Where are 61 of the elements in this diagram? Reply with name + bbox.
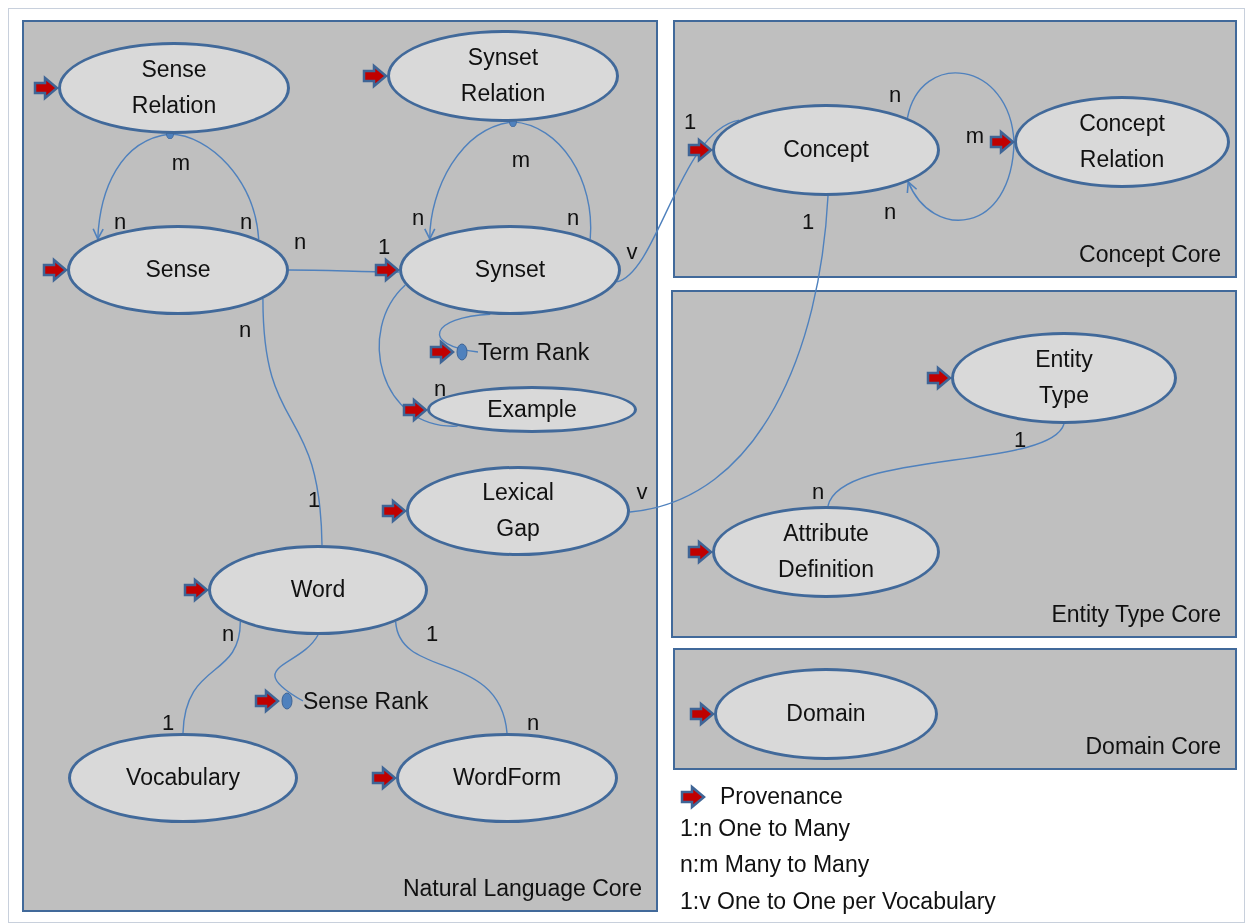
entity-label: Vocabulary — [126, 763, 240, 793]
relationship-line — [906, 72, 1015, 143]
cardinality-label: m — [171, 150, 191, 176]
attribute-label: Term Rank — [478, 337, 613, 367]
entity-label: Example — [487, 394, 577, 424]
cardinality-label: n — [526, 710, 540, 736]
entity-label: Attribute Definition — [778, 519, 874, 584]
cardinality-label: m — [511, 147, 531, 173]
cardinality-label: n — [433, 376, 447, 402]
entity-label: Entity Type — [1035, 345, 1093, 410]
cardinality-label: n — [411, 205, 425, 231]
entity-label: Sense Relation — [131, 55, 217, 120]
entity-label: Synset Relation — [460, 43, 546, 108]
panel-title: Concept Core — [1079, 241, 1221, 268]
cardinality-label: 1 — [425, 621, 439, 647]
relationship-line — [394, 621, 508, 734]
panel-title: Domain Core — [1085, 733, 1221, 760]
panel-title: Entity Type Core — [1051, 601, 1221, 628]
cardinality-label: v — [636, 479, 648, 505]
entity-label: Domain — [786, 699, 866, 729]
cardinality-label: 1 — [377, 234, 391, 260]
relationship-line — [274, 634, 319, 702]
relationship-line — [262, 298, 323, 546]
group-panel — [673, 648, 1237, 770]
relationship-line — [629, 195, 829, 513]
cardinality-label: 1 — [1013, 427, 1027, 453]
notation-note: 1:v One to One per Vocabulary — [680, 888, 996, 915]
cardinality-label: 1 — [307, 487, 321, 513]
cardinality-label: 1 — [161, 710, 175, 736]
entity-label: WordForm — [452, 763, 562, 793]
cardinality-label: v — [626, 239, 638, 265]
relationship-line — [182, 621, 242, 734]
cardinality-label: 1 — [801, 209, 815, 235]
attribute-label: Sense Rank — [303, 686, 448, 716]
relationship-line — [827, 423, 1065, 507]
relationship-line — [378, 284, 459, 427]
entity-label: Synset — [474, 255, 546, 285]
notation-note: n:m Many to Many — [680, 851, 870, 878]
cardinality-label: n — [883, 199, 897, 225]
cardinality-label: n — [888, 82, 902, 108]
cardinality-label: n — [113, 209, 127, 235]
cardinality-label: n — [566, 205, 580, 231]
entity-label: Concept — [783, 135, 869, 165]
cardinality-label: n — [293, 229, 307, 255]
entity-label: Word — [290, 575, 346, 605]
group-panel — [671, 290, 1237, 638]
cardinality-label: n — [221, 621, 235, 647]
notation-note: 1:n One to Many — [680, 815, 851, 842]
entity-label: Concept Relation — [1079, 109, 1165, 174]
cardinality-label: n — [238, 317, 252, 343]
panel-title: Natural Language Core — [402, 875, 642, 902]
legend-label: Provenance — [720, 783, 843, 810]
cardinality-label: m — [965, 123, 985, 149]
entity-label: Lexical Gap — [482, 478, 554, 543]
relationship-line — [907, 141, 1015, 221]
entity-label: Sense — [145, 255, 211, 285]
cardinality-label: n — [811, 479, 825, 505]
cardinality-label: 1 — [683, 109, 697, 135]
group-panel — [22, 20, 658, 912]
cardinality-label: n — [239, 209, 253, 235]
group-panel — [673, 20, 1237, 278]
